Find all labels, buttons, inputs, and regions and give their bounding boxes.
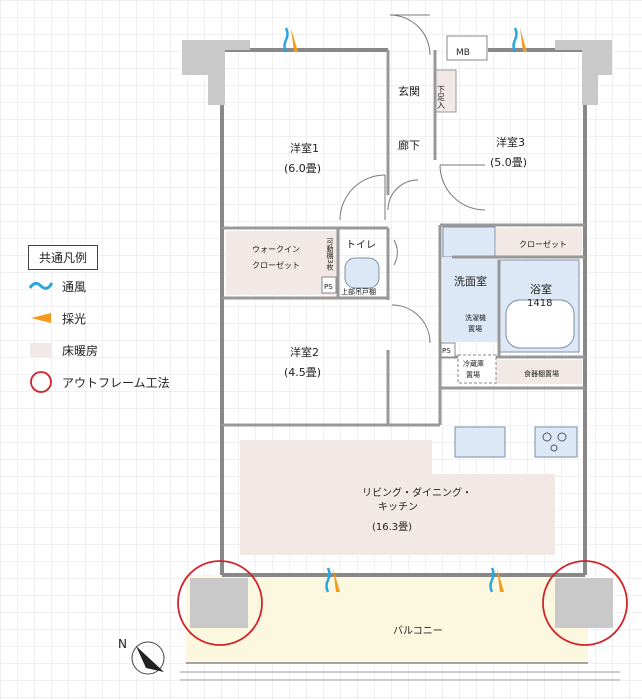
legend-label-wind: 通風 — [62, 279, 87, 294]
walkin-label-1: ウォークイン — [252, 245, 300, 254]
light-icon — [520, 28, 527, 52]
dish-shelf-label: 食器棚置場 — [524, 369, 559, 378]
bedroom1-name: 洋室1 — [290, 141, 319, 155]
toilet-fixture — [344, 257, 380, 289]
wave-icon — [489, 567, 495, 593]
washroom-label: 洗面室 — [454, 274, 487, 288]
washer-label-2: 置場 — [468, 324, 482, 333]
wave-icon — [283, 27, 289, 53]
compass-label: N — [118, 637, 127, 651]
entrance-label: 玄関 — [398, 84, 420, 98]
heating-dish-shelf — [496, 360, 582, 384]
balcony-label: バルコニー — [393, 625, 443, 637]
mb-label: MB — [456, 48, 470, 58]
outframe-circle-right — [542, 560, 628, 646]
ps-label-1: PS — [324, 283, 333, 291]
legend-item-outframe: アウトフレーム工法 — [28, 366, 198, 398]
legend-item-wind: 通風 — [28, 270, 198, 302]
light-icon — [291, 28, 298, 52]
heating-walkin — [226, 231, 338, 295]
wind-light-bottom-right — [489, 567, 504, 593]
ps-label-2: PS — [442, 347, 451, 355]
door-swings — [339, 14, 486, 344]
shoe-cabinet — [435, 69, 457, 113]
legend-item-light: 採光 — [28, 302, 198, 334]
ps-box-1 — [321, 276, 337, 294]
kitchen-sink — [454, 426, 506, 458]
hallway-label: 廊下 — [398, 138, 420, 152]
mb-box — [446, 35, 488, 61]
balcony-floor — [186, 575, 588, 663]
compass-icon — [131, 641, 165, 675]
bedroom2-size: (4.5畳) — [284, 366, 321, 379]
pillar-bottom-left — [190, 578, 248, 628]
washer-label-1: 洗濯機 — [465, 313, 486, 322]
ps-box-2 — [440, 342, 456, 358]
bedroom3-name: 洋室3 — [496, 135, 525, 149]
burner-icon — [542, 432, 552, 442]
cooktop — [534, 426, 578, 458]
pillar-top-right — [555, 40, 612, 105]
shoe-label: 下足入 — [437, 85, 446, 109]
fridge-space — [457, 354, 497, 384]
vanity — [442, 226, 496, 258]
bathtub — [505, 299, 575, 349]
bath-size-label: 1418 — [527, 298, 552, 309]
wind-light-top-left — [283, 27, 298, 53]
legend-label-outframe: アウトフレーム工法 — [62, 375, 170, 390]
interior-walls — [222, 50, 585, 427]
bath-label: 浴室 — [530, 282, 552, 296]
legend-label-light: 採光 — [62, 311, 87, 326]
fridge-label-1: 冷蔵庫 — [463, 359, 484, 368]
heating-ldk — [240, 440, 555, 555]
legend-title: 共通凡例 — [28, 245, 99, 270]
light-icon — [28, 308, 54, 328]
wave-icon — [28, 276, 54, 296]
wind-light-top-right — [512, 27, 527, 53]
fridge-label-2: 置場 — [466, 370, 480, 379]
circle-icon — [28, 371, 54, 393]
floor-heating-swatch — [28, 340, 54, 360]
legend: 共通凡例 通風 採光 床暖房 アウトフレーム工法 — [28, 245, 198, 398]
wind-light-bottom-left — [325, 567, 340, 593]
wave-icon — [512, 27, 518, 53]
bedroom2-name: 洋室2 — [290, 345, 319, 359]
closet-label: クローゼット — [519, 239, 567, 249]
shelf-label: 可動棚3枚 — [326, 238, 334, 272]
light-icon — [333, 568, 340, 592]
pillar-bottom-right — [555, 578, 613, 628]
wave-icon — [325, 567, 331, 593]
bedroom1-size: (6.0畳) — [284, 162, 321, 175]
ldk-label-1: リビング・ダイニング・ — [362, 486, 472, 499]
heating-closet — [496, 228, 582, 256]
ldk-size: (16.3畳) — [372, 521, 412, 533]
walkin-label-2: クローゼット — [252, 260, 300, 270]
toilet-label: トイレ — [346, 240, 376, 251]
legend-label-heating: 床暖房 — [62, 343, 99, 358]
burner-icon — [557, 432, 567, 442]
outframe-circle-left — [177, 560, 263, 646]
toilet-shelf-label: 上部吊戸棚 — [341, 287, 376, 296]
washroom-floor — [443, 257, 499, 342]
bedroom3-size: (5.0畳) — [490, 156, 527, 169]
burner-icon — [550, 444, 558, 452]
legend-item-heating: 床暖房 — [28, 334, 198, 366]
pillar-top-left — [182, 40, 250, 105]
ldk-label-2: キッチン — [378, 501, 418, 513]
light-icon — [497, 568, 504, 592]
